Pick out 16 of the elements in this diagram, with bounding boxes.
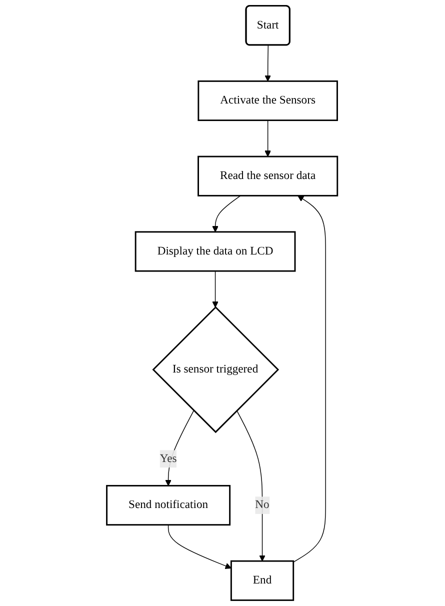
- arrow: [166, 410, 195, 486]
- node-diamond: Is sensor triggered: [152, 306, 280, 434]
- edge-label: No: [256, 498, 270, 512]
- arrow: [168, 524, 232, 569]
- node-box: Display the data on LCD: [135, 231, 296, 272]
- arrow: [293, 195, 326, 562]
- edge-label: Yes: [160, 452, 178, 465]
- node-box: Send notification: [106, 484, 231, 526]
- node-box: End: [230, 560, 294, 601]
- arrow: [265, 120, 272, 157]
- node-box: Activate the Sensors: [198, 80, 338, 122]
- node-box: Read the sensor data: [198, 156, 339, 196]
- arrow: [212, 270, 219, 308]
- arrow: [212, 195, 242, 232]
- arrow: [236, 410, 266, 562]
- arrow: [265, 44, 272, 82]
